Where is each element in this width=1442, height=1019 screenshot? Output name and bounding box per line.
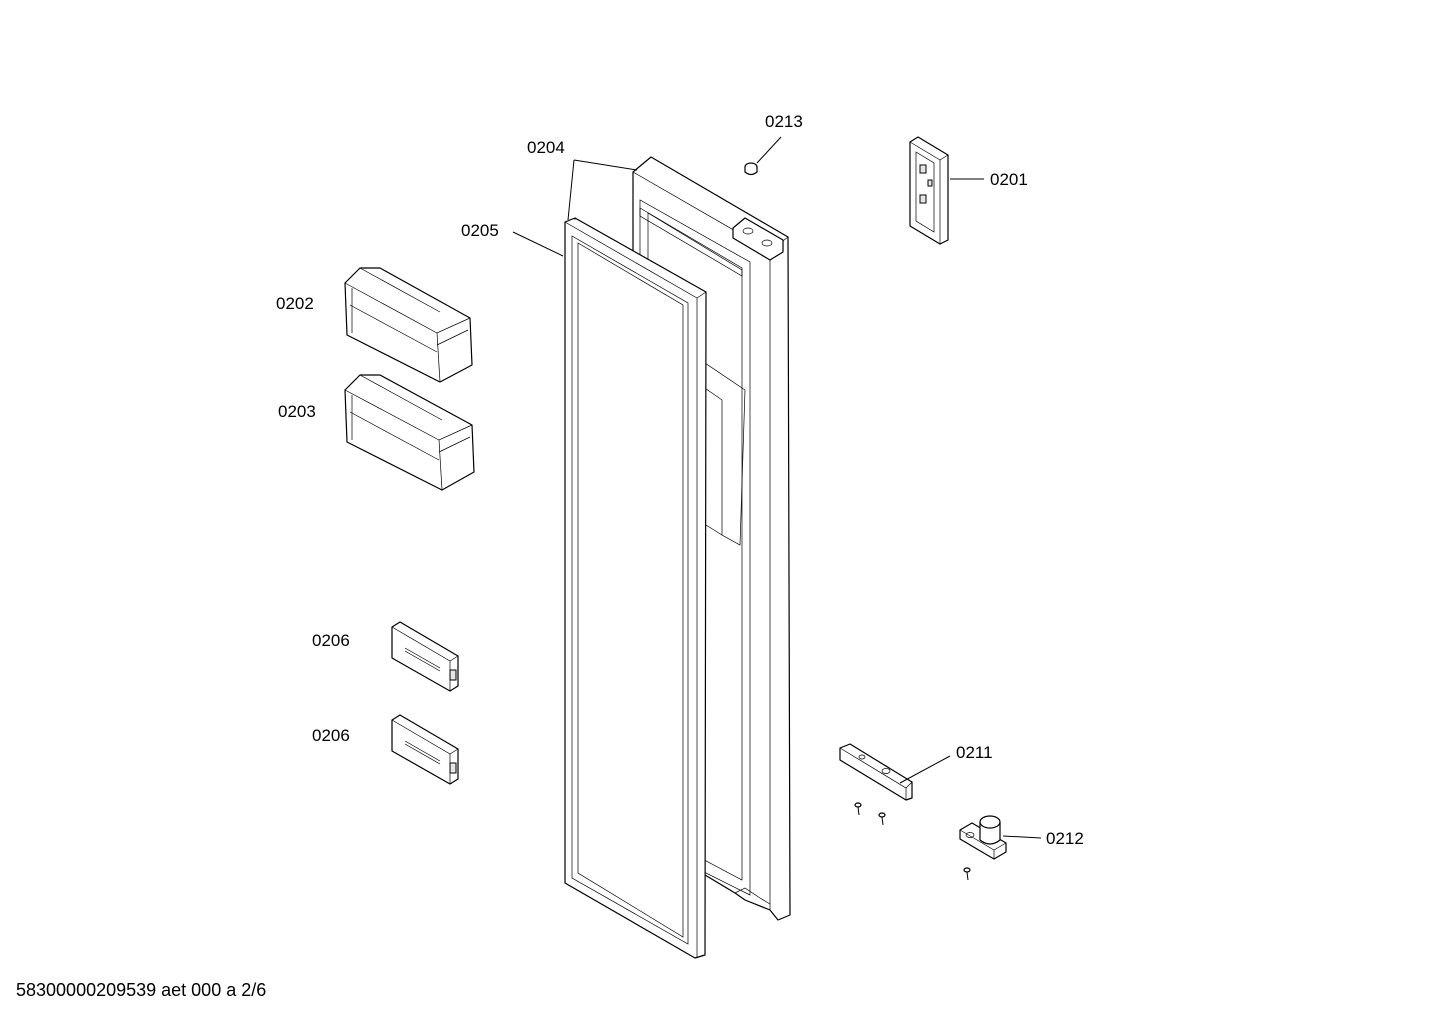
cap-part[interactable] — [744, 162, 758, 176]
screw-b-icon[interactable] — [878, 812, 886, 826]
hinge-plate-part[interactable] — [839, 743, 913, 801]
label-0201: 0201 — [990, 170, 1028, 189]
label-0205: 0205 — [461, 221, 499, 240]
screw-c-icon[interactable] — [963, 867, 971, 881]
holder-upper-part[interactable] — [391, 621, 459, 692]
leader-lines — [512, 136, 1042, 839]
screw-a-icon[interactable] — [854, 802, 862, 816]
label-0206-lower: 0206 — [312, 726, 350, 745]
control-panel-part[interactable] — [909, 136, 949, 245]
label-0202: 0202 — [276, 294, 314, 313]
holder-lower-part[interactable] — [391, 714, 459, 785]
label-0206-upper: 0206 — [312, 631, 350, 650]
door-bin-upper-part[interactable] — [344, 267, 473, 383]
label-0212: 0212 — [1046, 829, 1084, 848]
label-0213: 0213 — [765, 112, 803, 131]
label-0211: 0211 — [956, 743, 993, 762]
drawing-code: 58300000209539 aet 000 a 2/6 — [16, 980, 267, 1000]
door-bin-lower-part[interactable] — [344, 374, 475, 491]
hinge-pin-part[interactable] — [959, 815, 1007, 860]
label-0204: 0204 — [527, 138, 565, 157]
label-0203: 0203 — [278, 402, 316, 421]
door-gasket-part[interactable] — [564, 217, 707, 959]
